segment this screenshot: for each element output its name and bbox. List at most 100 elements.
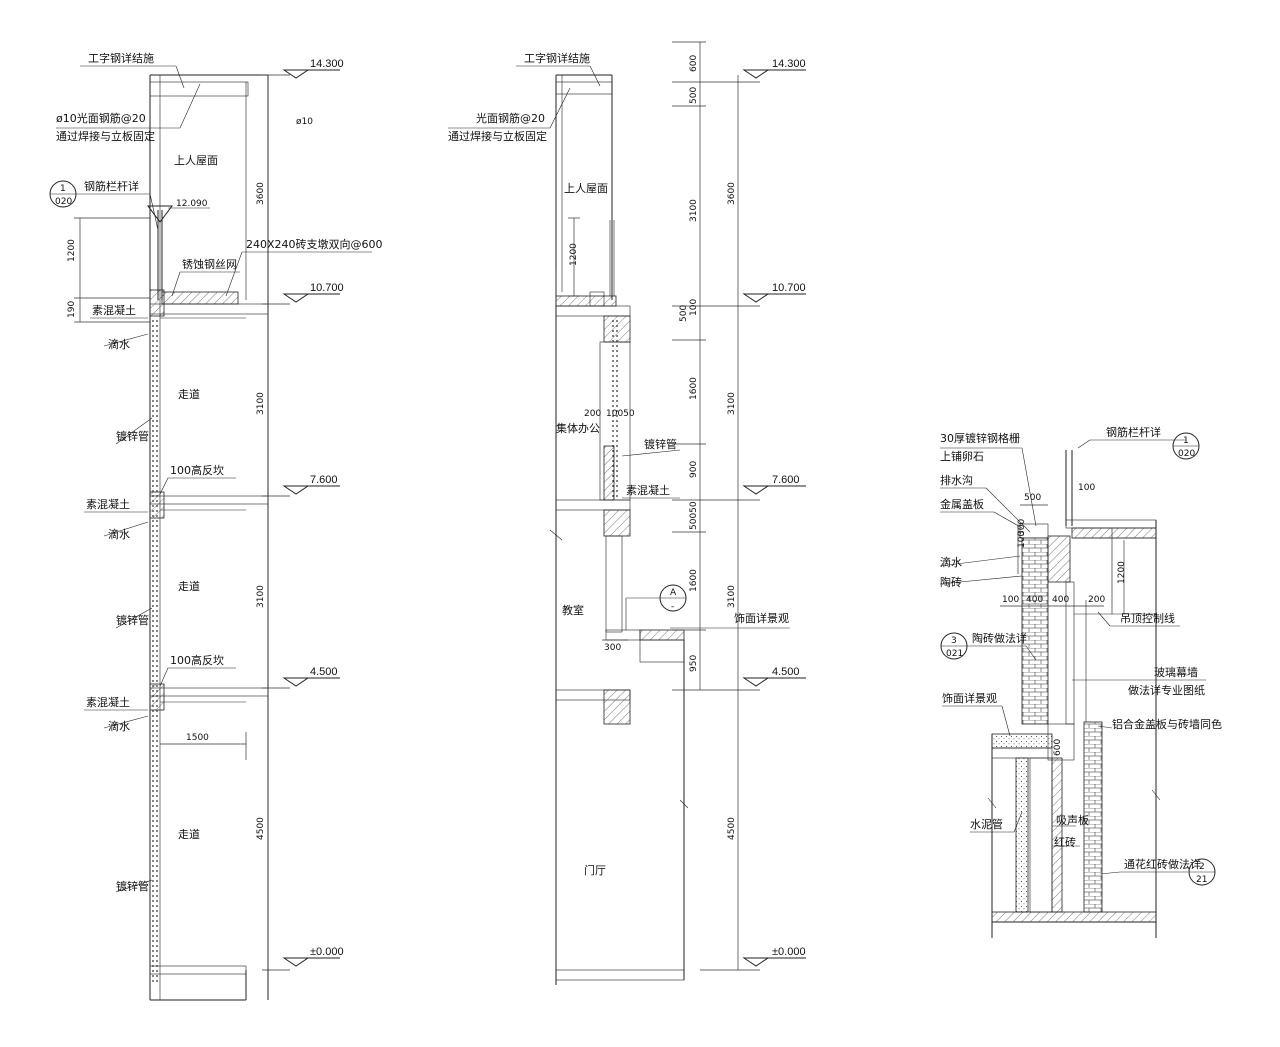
s1-callout-1-020: 1 020 <box>49 180 77 208</box>
s3-label-tiledetail: 陶砖做法详 <box>972 631 1027 645</box>
svg-text:021: 021 <box>946 649 963 659</box>
s3-dim-500: 500 <box>1024 493 1041 503</box>
s1-label-steel: 工字钢详结施 <box>88 51 154 65</box>
s1-label-mesh: 锈蚀钢丝网 <box>182 257 237 271</box>
s2-dim-950: 950 <box>689 655 699 672</box>
s1-label-concrete3: 素混凝土 <box>86 695 130 709</box>
s1-level-0000: ±0.000 <box>310 946 344 958</box>
s2-label-finish: 饰面详景观 <box>734 611 789 625</box>
s1-label-concrete2: 素混凝土 <box>86 497 130 511</box>
s2-label-steel: 工字钢详结施 <box>524 51 590 65</box>
s3-label-finish: 饰面详景观 <box>942 691 997 705</box>
s2-level-0000: ±0.000 <box>772 946 806 958</box>
s1-label-corridor3: 走道 <box>178 827 200 841</box>
section-1: 1200 190 3600 3100 3100 4500 14.300 10.7… <box>49 51 383 1001</box>
s1-label-phi: ø10 <box>296 117 313 127</box>
s1-dim-190: 190 <box>67 301 77 318</box>
s1-dim-1200: 1200 <box>67 239 77 262</box>
s1-dim-4500: 4500 <box>256 817 266 840</box>
section-1-right-dims: 3600 3100 3100 4500 <box>256 74 290 971</box>
section-1-labels: 工字钢详结施 ø10光面钢筋@20 通过焊接与立板固定 ø10 上人屋面 1 0… <box>49 51 383 893</box>
s1-label-pipe2: 镀锌管 <box>116 613 149 627</box>
s3-callout-3-021: 3 021 <box>940 632 968 660</box>
svg-text:020: 020 <box>55 197 72 207</box>
s2-label-pipe: 镀锌管 <box>644 437 677 451</box>
s2-label-rebar2: 通过焊接与立板固定 <box>448 129 547 143</box>
s2-dim-3600: 3600 <box>727 182 737 205</box>
s3-label-rail: 钢筋栏杆详 <box>1106 425 1161 439</box>
s3-dim-400a: 400 <box>1026 595 1043 605</box>
svg-text:1: 1 <box>60 184 66 194</box>
section-2-labels: 工字钢详结施 光面钢筋@20 通过焊接与立板固定 上人屋面 200 10050 … <box>448 51 790 877</box>
s2-level-10700: 10.700 <box>772 282 806 294</box>
s2-label-concrete: 素混凝土 <box>626 483 670 497</box>
s1-label-rebar1: ø10光面钢筋@20 <box>56 111 146 125</box>
s3-callout-2-21: 2 21 <box>1188 858 1216 886</box>
s1-level-7600: 7.600 <box>310 474 338 486</box>
s1-label-drip3: 滴水 <box>108 719 130 733</box>
s2-label-office: 集体办公 <box>556 421 600 435</box>
s2-dim-1600b: 1600 <box>689 569 699 592</box>
s2-callout-a: A - <box>625 584 687 630</box>
s3-callout-1-020: 1 020 <box>1172 432 1200 460</box>
s1-label-rebar2: 通过焊接与立板固定 <box>56 129 155 143</box>
s3-label-tile: 陶砖 <box>940 575 962 589</box>
s3-label-grate1: 30厚镀锌钢格栅 <box>940 431 1020 445</box>
s3-label-drain: 排水沟 <box>940 473 973 487</box>
section-1-railing <box>147 205 173 300</box>
s2-dim-3100c: 3100 <box>727 585 737 608</box>
svg-text:A: A <box>670 588 677 598</box>
section-2-dims: 600 500 3100 3600 500 100 1600 3100 900 … <box>555 41 760 971</box>
s1-level-10700: 10.700 <box>310 282 344 294</box>
s3-dim-600: 600 <box>1053 739 1063 756</box>
s1-label-roof: 上人屋面 <box>174 154 218 167</box>
section-1-slabs <box>149 289 269 975</box>
s2-dim-1600a: 1600 <box>689 377 699 400</box>
section-3-outline <box>987 450 1161 938</box>
section-3-dims: 500 100 300 1200 100 400 400 200 600 100 <box>1000 483 1127 756</box>
s1-label-corridor2: 走道 <box>178 579 200 593</box>
s2-dim-500b: 500 <box>679 305 689 322</box>
s2-level-7600: 7.600 <box>772 474 800 486</box>
s1-label-drip2: 滴水 <box>108 527 130 541</box>
section-2-levels: 14.300 10.700 7.600 4.500 ±0.000 <box>742 58 806 967</box>
s3-label-vent: 通花红砖做法详 <box>1124 857 1201 871</box>
section-3-labels: 30厚镀锌钢格栅 上铺卵石 排水沟 金属盖板 滴水 陶砖 钢筋栏杆详 1 020… <box>939 425 1222 886</box>
s3-label-glass1: 玻璃幕墙 <box>1154 665 1198 679</box>
s2-dim-10050: 10050 <box>606 409 635 419</box>
section-1-left-dims: 1200 190 <box>67 217 150 323</box>
s1-label-corridor1: 走道 <box>178 387 200 401</box>
s2-label-roof: 上人屋面 <box>564 182 608 195</box>
s2-dim-50050: 50050 <box>689 501 699 530</box>
s1-label-drip1: 滴水 <box>108 337 130 351</box>
section-2-outline <box>549 74 689 985</box>
section-1-pipe-column <box>152 320 158 985</box>
s3-dim-1200: 1200 <box>1117 561 1127 584</box>
s1-label-pier: 240X240砖支墩双向@600 <box>246 237 383 251</box>
s3-dim-100c: 100 <box>1078 483 1095 493</box>
s1-label-concrete1: 素混凝土 <box>92 303 136 317</box>
s2-dim-4500: 4500 <box>727 817 737 840</box>
svg-text:2: 2 <box>1199 862 1205 872</box>
s1-label-curb2: 100高反坎 <box>170 653 224 667</box>
s2-dim-500a: 500 <box>689 87 699 104</box>
s2-dim-600: 600 <box>689 55 699 72</box>
s1-label-pipe3: 镀锌管 <box>116 879 149 893</box>
s2-label-rebar1: 光面钢筋@20 <box>476 111 545 125</box>
s2-dim-200: 200 <box>584 409 601 419</box>
section-1-levels: 14.300 10.700 7.600 4.500 ±0.000 <box>282 58 344 967</box>
svg-text:-: - <box>671 602 674 612</box>
s2-level-14300: 14.300 <box>772 58 806 70</box>
s2-dim-900: 900 <box>689 461 699 478</box>
s3-label-grate2: 上铺卵石 <box>940 450 984 463</box>
s3-label-ceiling: 吊顶控制线 <box>1120 611 1175 625</box>
s3-dim-100: 100 <box>1017 531 1027 548</box>
s2-label-hall: 门厅 <box>584 863 606 877</box>
section-3: 500 100 300 1200 100 400 400 200 600 100… <box>939 425 1222 938</box>
s1-level-4500: 4.500 <box>310 666 338 678</box>
s3-label-cement: 水泥管 <box>970 817 1003 831</box>
s1-dim-1500: 1500 <box>186 733 209 743</box>
s3-label-redbrick: 红砖 <box>1054 835 1076 849</box>
s1-label-pipe1: 镀锌管 <box>116 429 149 443</box>
